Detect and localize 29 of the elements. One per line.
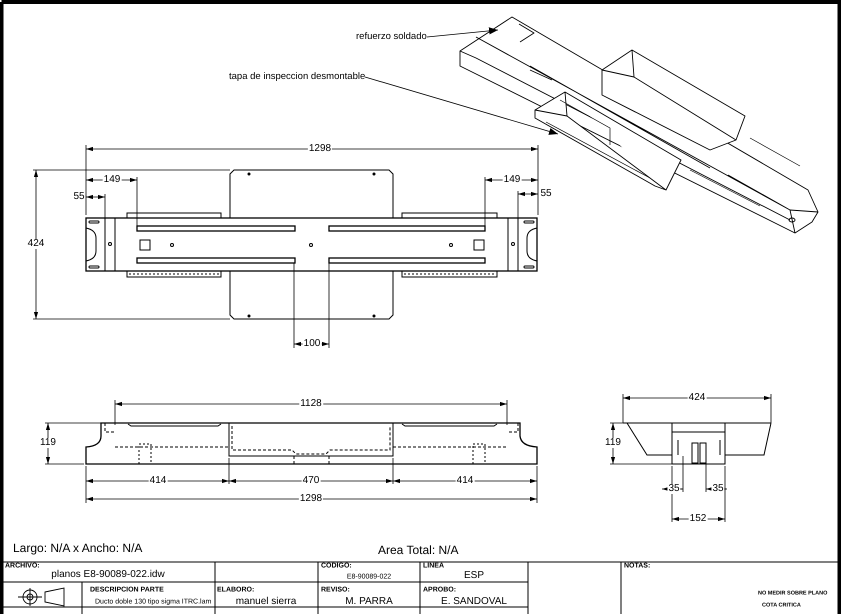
dimension-value: 55 <box>72 192 86 202</box>
dimension-value: 119 <box>604 438 622 448</box>
size-note: Largo: N/A x Ancho: N/A <box>13 542 142 554</box>
callout-text: refuerzo soldado <box>356 31 427 42</box>
leader-line <box>364 76 558 135</box>
field-value: ESP <box>464 571 484 581</box>
field-value: E. SANDOVAL <box>441 597 507 607</box>
dimension-value: 100 <box>302 339 322 349</box>
dimension-value: 424 <box>688 393 706 403</box>
dimension-value: 1298 <box>298 494 324 504</box>
field-value: M. PARRA <box>345 597 393 607</box>
dimension-value: 149 <box>502 175 522 185</box>
dimension-value: 55 <box>539 189 553 199</box>
dimension-value: 152 <box>688 514 708 524</box>
leader-line <box>426 27 498 38</box>
dimension-value: 470 <box>302 476 320 486</box>
field-value: planos E8-90089-022.idw <box>51 570 165 580</box>
area-note: Area Total: N/A <box>378 544 458 556</box>
dimension-value: 1128 <box>299 399 323 409</box>
dimension-value: 1298 <box>308 144 332 154</box>
dimension-value: 35 <box>711 484 725 494</box>
dimension-value: 149 <box>102 175 122 185</box>
dimension-value: 414 <box>456 476 474 486</box>
dimension-value: 424 <box>26 239 46 249</box>
callout-text: tapa de inspeccion desmontable <box>229 71 366 82</box>
dimension-value: 35 <box>667 484 681 494</box>
dimension-value: 119 <box>39 438 57 448</box>
dimension-value: 414 <box>148 476 168 486</box>
field-value: manuel sierra <box>236 597 296 607</box>
